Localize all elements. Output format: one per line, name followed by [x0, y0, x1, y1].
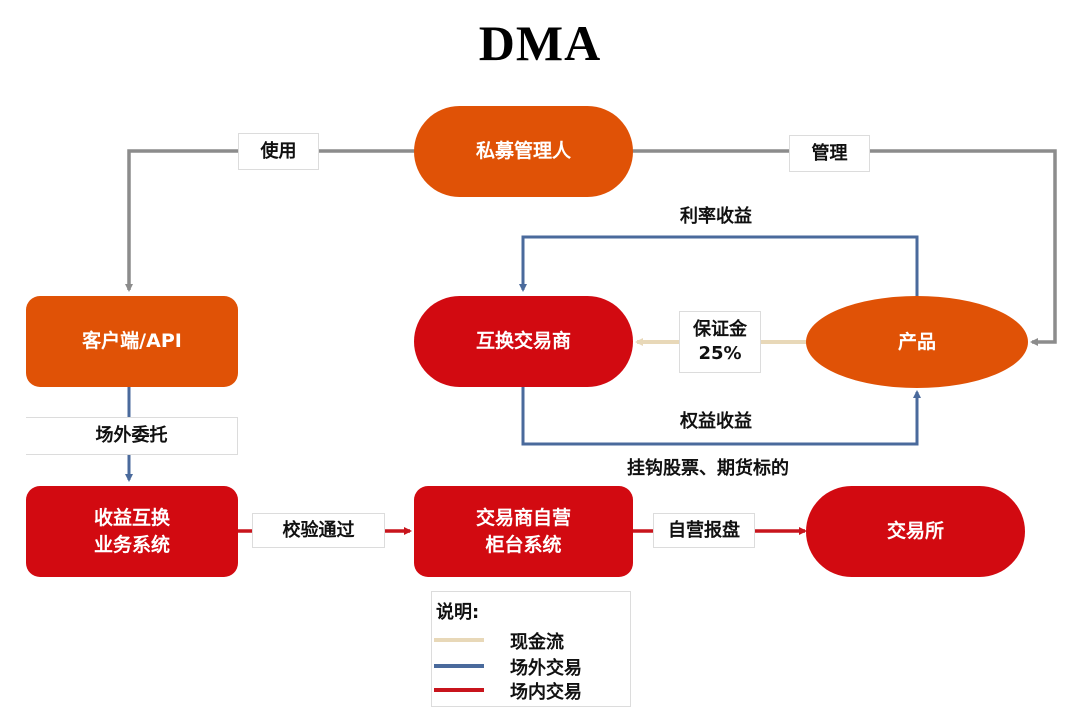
node-label: 交易所: [886, 520, 944, 542]
legend-label: 场外交易: [510, 658, 582, 679]
node-label: 私募管理人: [475, 140, 571, 162]
legend-item-cash-flow: 现金流: [432, 628, 632, 653]
node-exchange[interactable]: 交易所: [806, 486, 1025, 577]
node-dealer-counter-system[interactable]: 交易商自营 柜台系统: [414, 486, 633, 577]
edge-label-margin: 保证金 25%: [679, 311, 761, 373]
node-swap-dealer[interactable]: 互换交易商: [414, 296, 633, 387]
edge-label-manage: 管理: [789, 135, 870, 172]
connector-interest-income: [519, 235, 919, 300]
legend-swatch: [434, 688, 484, 692]
legend-title: 说明:: [436, 602, 480, 623]
legend-item-exchange-trade: 场内交易: [432, 678, 632, 703]
margin-label-line2: 25%: [698, 343, 742, 364]
margin-label-line1: 保证金: [693, 319, 747, 340]
legend-swatch: [434, 638, 484, 642]
edge-label-linked-underlying: 挂钩股票、期货标的: [627, 458, 789, 479]
legend-label: 场内交易: [510, 682, 582, 703]
edge-label-interest-income: 利率收益: [680, 206, 752, 227]
diagram-title: DMA: [478, 15, 602, 71]
node-label-line2: 柜台系统: [485, 533, 562, 556]
node-label-line1: 收益互换: [93, 506, 170, 529]
node-product[interactable]: 产品: [806, 296, 1028, 388]
edge-label-proprietary-order: 自营报盘: [653, 513, 755, 548]
node-label-line1: 交易商自营: [475, 506, 571, 529]
connector-use: [125, 149, 415, 292]
legend: 说明: 现金流 场外交易 场内交易: [431, 591, 631, 707]
legend-label: 现金流: [510, 632, 564, 653]
legend-swatch: [434, 664, 484, 668]
edge-label-otc-order: 场外委托: [26, 417, 238, 455]
node-label: 产品: [897, 330, 936, 353]
legend-item-otc-trade: 场外交易: [432, 654, 632, 679]
edge-label-use: 使用: [238, 133, 319, 170]
node-label: 互换交易商: [475, 330, 571, 352]
node-label-line2: 业务系统: [93, 533, 170, 556]
edge-label-equity-income: 权益收益: [680, 411, 752, 432]
node-private-fund-manager[interactable]: 私募管理人: [414, 106, 633, 197]
connector-equity-income: [521, 386, 921, 446]
edge-label-validation-passed: 校验通过: [252, 513, 385, 548]
node-label: 客户端/API: [82, 330, 182, 352]
node-client-api[interactable]: 客户端/API: [26, 296, 238, 387]
node-swap-business-system[interactable]: 收益互换 业务系统: [26, 486, 238, 577]
